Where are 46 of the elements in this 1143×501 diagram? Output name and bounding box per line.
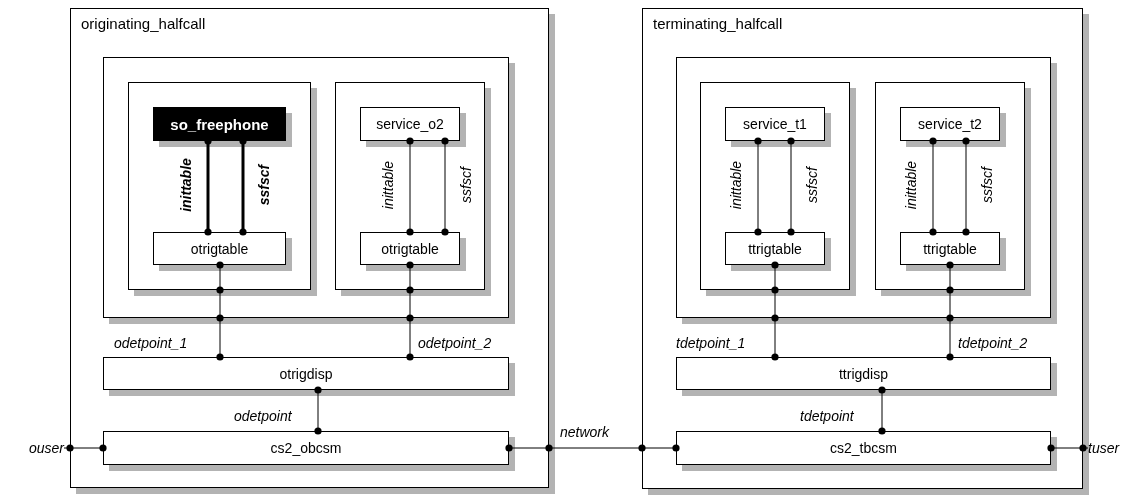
edge-label: inittable bbox=[728, 160, 744, 210]
edge-label: tdetpoint_1 bbox=[676, 335, 746, 351]
component-name: cs2_obcsm bbox=[270, 440, 342, 456]
edge-label: inittable bbox=[903, 160, 919, 210]
edge-label: ssfscf bbox=[256, 164, 272, 206]
component-name: service_t2 bbox=[918, 116, 982, 132]
edge-label: tdetpoint bbox=[800, 408, 854, 424]
component-name: otrigdisp bbox=[279, 365, 333, 382]
edge-label: ssfscf bbox=[804, 167, 820, 203]
connector-line bbox=[314, 386, 322, 435]
connector-line bbox=[962, 137, 970, 236]
connector-line bbox=[406, 137, 414, 236]
connector-line bbox=[216, 261, 224, 361]
edge-label: ssfscf bbox=[979, 167, 995, 203]
component-name: otrigtable bbox=[190, 240, 249, 257]
edge-label: tdetpoint_2 bbox=[958, 335, 1028, 351]
connector-line bbox=[1047, 444, 1089, 452]
edge-label: odetpoint_1 bbox=[114, 335, 188, 351]
port-label: ouser bbox=[28, 440, 64, 456]
component-name: ttrigtable bbox=[748, 240, 802, 257]
component-name: otrigtable bbox=[381, 240, 439, 257]
connector-line bbox=[754, 137, 762, 236]
connector-line bbox=[878, 386, 886, 435]
connector-line bbox=[63, 444, 107, 452]
component-title: originating_halfcall bbox=[81, 15, 206, 32]
component-name: so_freephone bbox=[170, 115, 269, 133]
connector-line bbox=[406, 261, 414, 361]
component-name: ttrigtable bbox=[923, 240, 977, 257]
edge-label: network bbox=[560, 424, 610, 440]
connector-line bbox=[929, 137, 937, 236]
component-title: terminating_halfcall bbox=[653, 15, 783, 32]
component-name: ttrigdisp bbox=[839, 365, 888, 382]
connector-line bbox=[505, 444, 680, 452]
component-name: service_o2 bbox=[376, 116, 444, 132]
connector-line bbox=[946, 261, 954, 361]
component-name: cs2_tbcsm bbox=[830, 440, 897, 456]
component-name: service_t1 bbox=[743, 116, 807, 132]
connector-line bbox=[771, 261, 779, 361]
edge-label: odetpoint bbox=[234, 408, 292, 424]
edge-label: inittable bbox=[380, 160, 396, 210]
port-label: tuser bbox=[1088, 440, 1120, 456]
edge-label: inittable bbox=[178, 158, 194, 212]
edge-label: odetpoint_2 bbox=[418, 335, 492, 351]
edge-label: ssfscf bbox=[458, 167, 474, 203]
connector-line bbox=[787, 137, 795, 236]
connector-line bbox=[441, 137, 449, 236]
